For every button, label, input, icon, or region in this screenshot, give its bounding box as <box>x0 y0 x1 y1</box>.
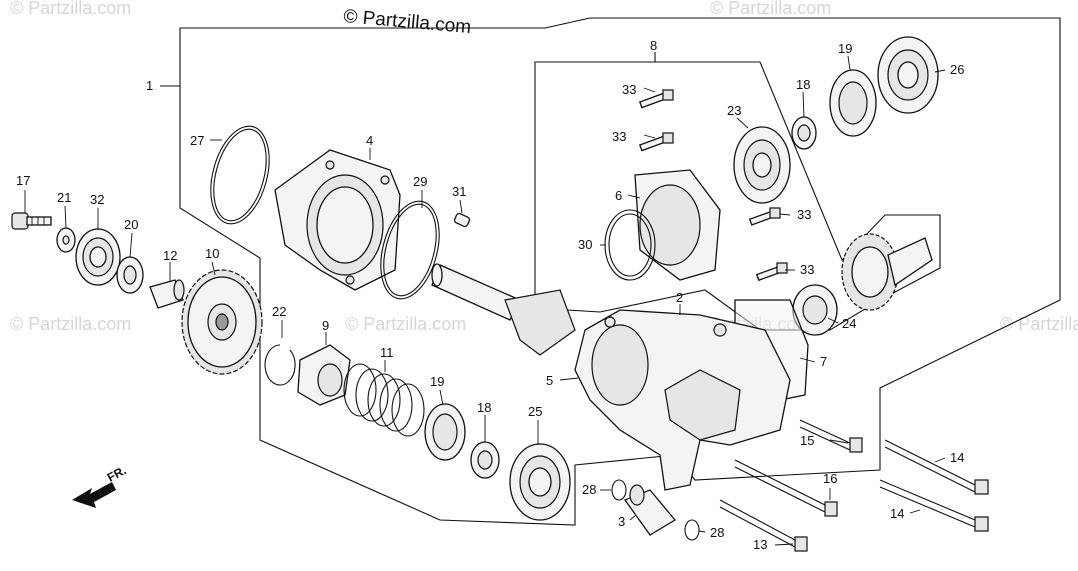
part-19-lower-ring <box>424 403 466 461</box>
part-31-dowel <box>453 212 471 228</box>
part-27-oring <box>210 125 270 225</box>
callout-4: 4 <box>366 133 373 148</box>
part-21-washer <box>56 227 76 253</box>
part-23-bearing <box>733 126 791 204</box>
callout-24: 24 <box>842 316 856 331</box>
part-28-oring <box>611 479 627 501</box>
part-12-bushing <box>149 279 185 309</box>
callout-18-lower: 18 <box>477 400 491 415</box>
front-direction-label: FR. <box>105 463 129 484</box>
assembly-1-outline <box>179 17 1061 526</box>
part-25-bearing <box>509 443 571 521</box>
part-13-bolt <box>719 499 808 552</box>
callout-10: 10 <box>205 246 219 261</box>
callout-7: 7 <box>820 354 827 369</box>
callout-33-d: 33 <box>800 262 814 277</box>
part-5-case <box>574 309 791 491</box>
callout-9: 9 <box>322 318 329 333</box>
drive-shaft <box>431 263 576 356</box>
part-6-housing <box>634 169 721 281</box>
callout-14-lower: 14 <box>890 506 904 521</box>
callout-1: 1 <box>146 78 153 93</box>
callout-31: 31 <box>452 184 466 199</box>
part-32-bearing <box>75 228 121 286</box>
callout-16: 16 <box>823 471 837 486</box>
callout-22: 22 <box>272 304 286 319</box>
part-3-tube <box>623 484 676 536</box>
callout-20: 20 <box>124 217 138 232</box>
part-19-upper-ring <box>829 69 877 137</box>
part-28-oring <box>684 519 700 541</box>
callout-23: 23 <box>727 103 741 118</box>
part-4-housing <box>274 149 401 291</box>
callout-13: 13 <box>753 537 767 552</box>
front-direction-arrow-icon <box>72 482 116 508</box>
watermark-text: © Partzilla.com <box>710 0 831 18</box>
part-11-spring <box>343 363 425 437</box>
watermark-text: © Partzilla.com <box>10 0 131 18</box>
callout-11: 11 <box>380 345 394 360</box>
callout-15: 15 <box>800 433 814 448</box>
callout-2: 2 <box>676 290 683 305</box>
leader-lines <box>24 55 946 546</box>
part-20-ring <box>116 256 144 294</box>
callout-32: 32 <box>90 192 104 207</box>
part-14-bolt-lower <box>879 479 989 532</box>
part-15-bolt <box>799 419 863 453</box>
callout-27: 27 <box>190 133 204 148</box>
part-24-bearing <box>792 284 838 336</box>
callout-33-c: 33 <box>797 207 811 222</box>
part-33-bolt <box>755 262 788 282</box>
part-33-bolt <box>638 132 674 152</box>
callout-14-upper: 14 <box>950 450 964 465</box>
part-14-bolt-upper <box>884 439 989 495</box>
callout-28-upper: 28 <box>582 482 596 497</box>
callout-29: 29 <box>413 174 427 189</box>
part-18-upper-nut <box>791 116 817 150</box>
part-26-seal <box>877 36 939 114</box>
callout-25: 25 <box>528 404 542 419</box>
callout-8: 8 <box>650 38 657 53</box>
callout-5: 5 <box>546 373 553 388</box>
part-33-bolt <box>748 207 781 226</box>
part-33-bolt <box>638 89 674 109</box>
callout-6: 6 <box>615 188 622 203</box>
callout-26: 26 <box>950 62 964 77</box>
part-16-bolt <box>734 459 838 517</box>
callout-3: 3 <box>618 514 625 529</box>
copyright-text: © Partzilla.com <box>343 6 472 38</box>
callout-30: 30 <box>578 237 592 252</box>
callout-21: 21 <box>57 190 71 205</box>
part-9-cam <box>297 344 351 406</box>
callout-19-lower: 19 <box>430 374 444 389</box>
callout-17: 17 <box>16 173 30 188</box>
ring-gear <box>841 233 933 311</box>
watermark-text: © Partzilla.com <box>345 314 466 334</box>
part-17-bolt <box>11 212 52 230</box>
callout-33-b: 33 <box>612 129 626 144</box>
callout-12: 12 <box>163 248 177 263</box>
part-10-gear <box>181 269 263 375</box>
part-22-snap-ring <box>264 344 296 386</box>
callout-18-upper: 18 <box>796 77 810 92</box>
watermark-text: © Partzilla.com <box>10 314 131 334</box>
watermark-text: © Partzilla.com <box>1000 314 1078 334</box>
callout-19-upper: 19 <box>838 41 852 56</box>
callout-28-lower: 28 <box>710 525 724 540</box>
part-18-lower-nut <box>470 441 500 479</box>
callout-33-a: 33 <box>622 82 636 97</box>
